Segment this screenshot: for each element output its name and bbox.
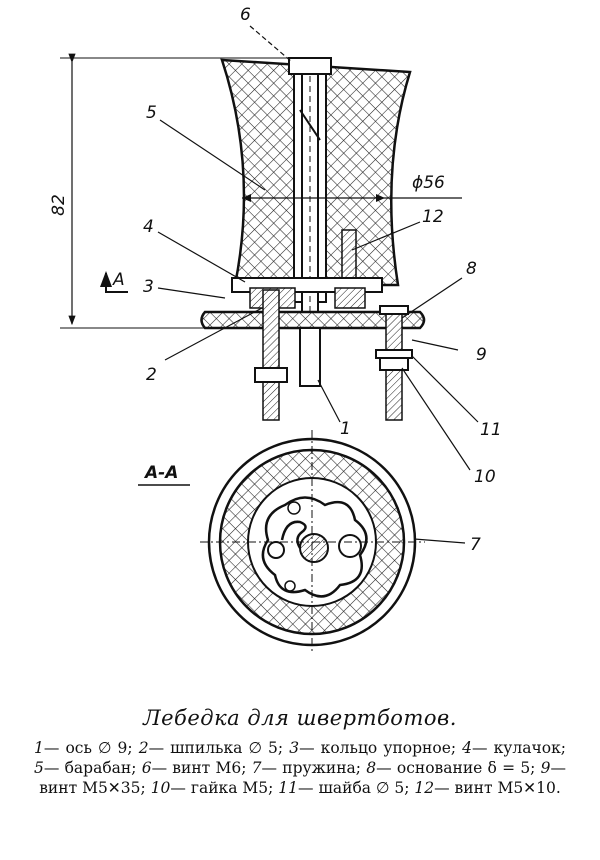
legend-item: 5— барабан; <box>34 759 136 777</box>
callout-3: 3 <box>143 277 154 297</box>
diameter-label: ϕ56 <box>412 173 445 193</box>
legend-text: — винт М5✕35; <box>39 759 567 797</box>
legend-item: 9— винт М5✕35; <box>39 759 566 797</box>
callout-9: 9 <box>476 345 487 365</box>
legend-number: 4 <box>462 739 473 757</box>
legend-item: 4— кулачок; <box>462 739 566 757</box>
caption: Лебедка для швертботов. 1— ось ∅ 9; 2— ш… <box>0 706 600 798</box>
callout-8: 8 <box>466 259 477 279</box>
legend-item: 10— гайка М5; <box>151 779 274 797</box>
section-marker-label: A <box>112 270 125 290</box>
callout-2: 2 <box>146 365 157 385</box>
legend-number: 5 <box>34 759 44 777</box>
elevation-view <box>200 57 426 421</box>
legend-text: — винт М5✕10. <box>434 779 561 797</box>
legend-text: — основание δ = 5; <box>376 759 536 777</box>
callout-4: 4 <box>143 217 154 237</box>
legend-item: 12— винт М5✕10. <box>414 779 560 797</box>
legend-number: 6 <box>141 759 152 777</box>
legend-text: — шпилька ∅ 5; <box>148 739 284 757</box>
winch-drawing: 82 ϕ56 A 6 5 12 4 8 3 9 2 1 11 10 7 A-A <box>49 5 502 652</box>
callout-7: 7 <box>470 535 481 555</box>
legend-text: — кулачок; <box>472 739 566 757</box>
legend-item: 7— пружина; <box>252 759 361 777</box>
legend-number: 7 <box>251 759 262 777</box>
section-marker <box>100 271 128 293</box>
legend-item: 11— шайба ∅ 5; <box>278 779 409 797</box>
legend-text: — гайка М5; <box>170 779 274 797</box>
section-title: A-A <box>143 463 178 483</box>
callout-11: 11 <box>480 420 502 440</box>
legend-item: 1— ось ∅ 9; <box>34 739 133 757</box>
legend-text: — винт М6; <box>151 759 247 777</box>
caption-title: Лебедка для швертботов. <box>143 706 457 730</box>
callout-1: 1 <box>340 419 351 439</box>
legend-number: 10 <box>150 779 171 797</box>
legend-text: — барабан; <box>43 759 137 777</box>
callout-5: 5 <box>146 103 157 123</box>
legend-number: 1 <box>34 739 44 757</box>
legend-number: 9 <box>540 759 551 777</box>
legend-text: — ось ∅ 9; <box>43 739 133 757</box>
legend-item: 2— шпилька ∅ 5; <box>139 739 283 757</box>
height-label: 82 <box>49 194 69 216</box>
left-bolt <box>254 289 288 421</box>
callout-6: 6 <box>240 5 251 25</box>
spring <box>280 520 307 549</box>
callout-10: 10 <box>474 467 496 487</box>
legend-item: 3— кольцо упорное; <box>289 739 456 757</box>
legend-number: 12 <box>414 779 435 797</box>
legend-item: 8— основание δ = 5; <box>366 759 535 777</box>
caption-legend: 1— ось ∅ 9; 2— шпилька ∅ 5; 3— кольцо уп… <box>0 738 600 798</box>
legend-text: — пружина; <box>261 759 362 777</box>
base-plate <box>200 310 426 330</box>
legend-number: 11 <box>278 779 299 797</box>
legend-item: 6— винт М6; <box>142 759 247 777</box>
section-view <box>200 430 425 652</box>
diameter-dimension <box>242 194 462 202</box>
legend-number: 8 <box>366 759 377 777</box>
height-dimension <box>60 53 290 329</box>
legend-number: 2 <box>138 739 149 757</box>
legend-text: — кольцо упорное; <box>299 739 457 757</box>
legend-number: 3 <box>289 739 300 757</box>
callout-12: 12 <box>422 207 444 227</box>
axle-section <box>299 533 329 563</box>
top-screw <box>288 57 332 75</box>
legend-text: — шайба ∅ 5; <box>298 779 410 797</box>
screw-12 <box>341 229 357 281</box>
right-bolt <box>375 305 413 421</box>
